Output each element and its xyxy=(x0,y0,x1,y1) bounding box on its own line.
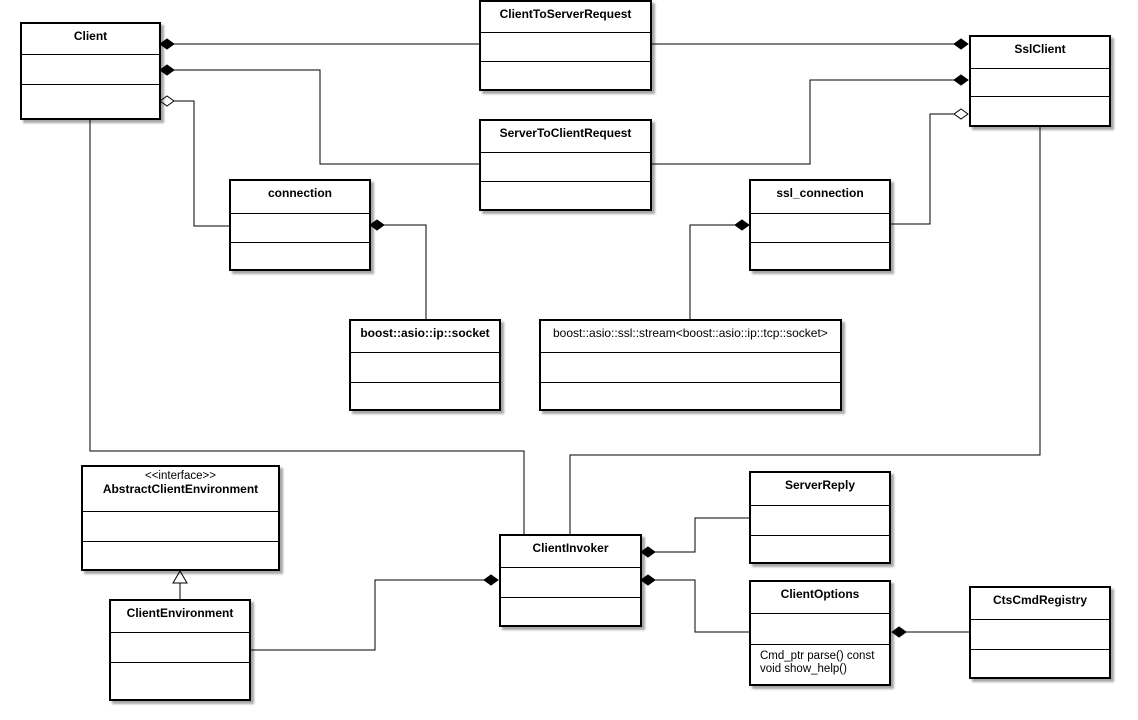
attributes-compartment xyxy=(971,619,1109,649)
attributes-compartment xyxy=(751,213,889,242)
class-cts-cmd-registry[interactable]: CtsCmdRegistry xyxy=(969,586,1111,679)
connector-s2c-to-sslclient xyxy=(651,79,954,165)
operations-compartment xyxy=(22,84,159,118)
interface-stereotype: <<interface>> xyxy=(145,470,216,482)
composition-diamond-icon xyxy=(953,38,969,50)
operations-compartment xyxy=(481,181,650,209)
connector-sslconnection-to-stream xyxy=(689,224,735,320)
composition-diamond-icon xyxy=(483,574,499,586)
class-server-reply[interactable]: ServerReply xyxy=(749,471,891,564)
composition-diamond-icon xyxy=(369,219,385,231)
operations-compartment xyxy=(111,662,249,699)
class-name: connection xyxy=(267,186,332,200)
operations-compartment xyxy=(971,96,1109,125)
composition-diamond-icon xyxy=(891,626,907,638)
class-name: ServerToClientRequest xyxy=(499,126,632,140)
attributes-compartment xyxy=(541,352,840,382)
class-ssl-client[interactable]: SslClient xyxy=(969,35,1111,127)
class-abstract-client-environment[interactable]: <<interface>> AbstractClientEnvironment xyxy=(81,465,280,571)
class-name: ClientOptions xyxy=(780,587,860,601)
attributes-compartment xyxy=(501,567,640,597)
class-client-to-server-request[interactable]: ClientToServerRequest xyxy=(479,0,652,91)
connector-client-to-connection xyxy=(174,100,230,227)
operations-compartment xyxy=(351,382,499,409)
class-name-compartment: <<interface>> AbstractClientEnvironment xyxy=(83,467,278,511)
connector-sslclient-to-sslconnection xyxy=(890,113,954,225)
connector-invoker-to-clientoptions xyxy=(655,579,750,633)
connector-client-to-s2c xyxy=(174,69,480,165)
operations-compartment: Cmd_ptr parse() const void show_help() xyxy=(751,644,889,684)
aggregation-diamond-icon xyxy=(953,108,969,120)
aggregation-diamond-icon xyxy=(159,95,175,107)
class-connection[interactable]: connection xyxy=(229,179,371,271)
attributes-compartment xyxy=(231,213,369,242)
attributes-compartment xyxy=(481,152,650,181)
composition-diamond-icon xyxy=(953,74,969,86)
class-name: ClientInvoker xyxy=(532,541,609,555)
attributes-compartment xyxy=(481,32,650,61)
attributes-compartment xyxy=(83,511,278,541)
class-name: AbstractClientEnvironment xyxy=(102,482,259,496)
class-name: boost::asio::ssl::stream<boost::asio::ip… xyxy=(553,326,828,340)
operation-parse: Cmd_ptr parse() const xyxy=(760,650,875,662)
class-client[interactable]: Client xyxy=(20,22,161,120)
class-server-to-client-request[interactable]: ServerToClientRequest xyxy=(479,119,652,211)
connector-sslclient-to-invoker xyxy=(569,126,1041,535)
class-client-invoker[interactable]: ClientInvoker xyxy=(499,534,642,627)
attributes-compartment xyxy=(751,505,889,535)
attributes-compartment xyxy=(751,613,889,644)
operation-show-help: void show_help() xyxy=(760,663,847,675)
composition-diamond-icon xyxy=(734,219,750,231)
attributes-compartment xyxy=(22,54,159,84)
composition-diamond-icon xyxy=(159,38,175,50)
connector-invoker-to-environment xyxy=(250,579,484,651)
connector-connection-to-socket xyxy=(384,224,427,320)
class-ssl-connection[interactable]: ssl_connection xyxy=(749,179,891,271)
class-client-options[interactable]: ClientOptions Cmd_ptr parse() const void… xyxy=(749,580,891,686)
class-client-environment[interactable]: ClientEnvironment xyxy=(109,599,251,701)
class-name: Client xyxy=(73,29,108,43)
class-name: SslClient xyxy=(1014,42,1066,56)
class-name: ServerReply xyxy=(784,478,856,492)
connector-client-to-invoker xyxy=(89,120,525,535)
class-boost-asio-ssl-stream[interactable]: boost::asio::ssl::stream<boost::asio::ip… xyxy=(539,319,842,411)
operations-compartment xyxy=(83,541,278,569)
class-name: boost::asio::ip::socket xyxy=(360,326,490,340)
composition-diamond-icon xyxy=(640,574,656,586)
operations-compartment xyxy=(231,242,369,269)
class-boost-asio-ip-socket[interactable]: boost::asio::ip::socket xyxy=(349,319,501,411)
operations-compartment xyxy=(751,535,889,562)
class-name: ssl_connection xyxy=(776,186,864,200)
composition-diamond-icon xyxy=(159,64,175,76)
operations-compartment xyxy=(971,649,1109,677)
realization-triangle-icon xyxy=(172,570,188,584)
attributes-compartment xyxy=(351,352,499,382)
class-name: ClientToServerRequest xyxy=(499,7,632,21)
operations-compartment xyxy=(501,597,640,625)
operations-compartment xyxy=(541,382,840,409)
attributes-compartment xyxy=(971,68,1109,96)
composition-diamond-icon xyxy=(640,546,656,558)
attributes-compartment xyxy=(111,632,249,662)
operations-compartment xyxy=(751,242,889,269)
operations-compartment xyxy=(481,61,650,89)
class-name: CtsCmdRegistry xyxy=(992,593,1088,607)
class-name: ClientEnvironment xyxy=(126,606,234,620)
connector-invoker-to-serverreply xyxy=(655,517,750,553)
